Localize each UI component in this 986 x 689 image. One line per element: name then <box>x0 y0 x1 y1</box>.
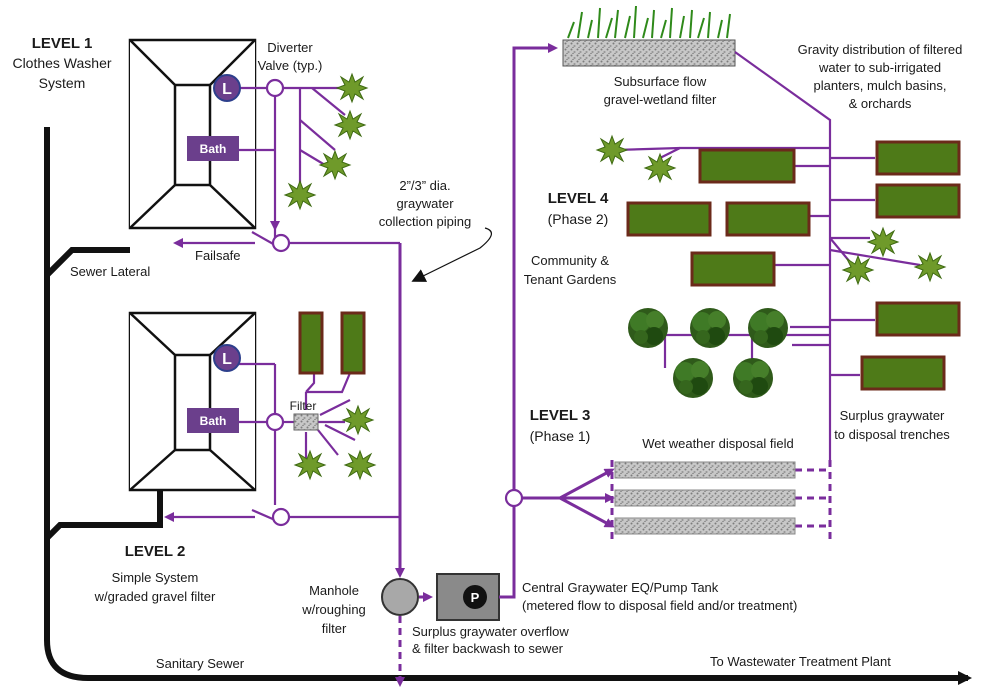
laundry-fixture-1 <box>213 74 241 102</box>
trench-3 <box>614 517 796 535</box>
house-level2 <box>128 311 257 492</box>
level1-line1: Clothes Washer <box>12 55 111 71</box>
garden-beds <box>298 140 961 391</box>
gravity-label-3: planters, mulch basins, <box>814 78 947 93</box>
gravity-distribution-pipe <box>734 51 832 460</box>
gravity-label-2: water to sub-irrigated <box>818 60 941 75</box>
level2-title: LEVEL 2 <box>125 543 186 560</box>
trench-1 <box>614 461 796 479</box>
failsafe-valve-1 <box>271 233 291 253</box>
wetland-label-2: gravel-wetland filter <box>604 92 717 107</box>
wet-weather-label: Wet weather disposal field <box>642 436 794 451</box>
level4-title: LEVEL 4 <box>548 190 609 207</box>
bath-label-1: Bath <box>200 142 227 156</box>
piping-leader-arrow <box>411 227 492 282</box>
manhole <box>381 578 419 616</box>
laundry-label-1: L <box>222 81 232 98</box>
distribution-valve <box>504 488 524 508</box>
sanitary-sewer-label: Sanitary Sewer <box>156 656 245 671</box>
level1-title: LEVEL 1 <box>32 35 93 52</box>
overflow-label-2: & filter backwash to sewer <box>412 641 564 656</box>
sewer-lateral-2 <box>44 490 163 541</box>
sanitary-sewer-line <box>44 127 972 685</box>
level2-line2: w/graded gravel filter <box>94 589 216 604</box>
level2-piping <box>164 362 400 522</box>
wetland-grass <box>567 5 731 39</box>
level4-line1: (Phase 2) <box>548 211 609 227</box>
overflow-label-1: Surplus graywater overflow <box>412 624 569 639</box>
pump-label: P <box>471 590 480 605</box>
laundry-label-2: L <box>222 351 232 368</box>
diverter-valve-1 <box>265 78 285 98</box>
gravel-filter <box>293 413 319 431</box>
riser-pipe <box>499 43 558 599</box>
surplus-label-1: Surplus graywater <box>840 408 945 423</box>
bath-label-2: Bath <box>200 414 227 428</box>
trench-2 <box>614 489 796 507</box>
manhole-label-2: w/roughing <box>301 602 366 617</box>
level3-title: LEVEL 3 <box>530 407 591 424</box>
filter-label: Filter <box>290 399 317 413</box>
wetland-label-1: Subsurface flow <box>614 74 707 89</box>
piping-label-2: graywater <box>396 196 454 211</box>
wwtp-label: To Wastewater Treatment Plant <box>710 654 891 669</box>
failsafe-valve-2 <box>271 507 291 527</box>
laundry-fixture-2 <box>213 344 241 372</box>
wetland-filter <box>562 39 736 67</box>
bath-fixture-1 <box>187 136 239 161</box>
gravity-label-1: Gravity distribution of filtered <box>798 42 963 57</box>
level1-piping <box>173 86 400 248</box>
level3-line1: (Phase 1) <box>530 428 591 444</box>
manhole-label-3: filter <box>322 621 347 636</box>
pump-tank-label-2: (metered flow to disposal field and/or t… <box>522 598 797 613</box>
gravity-label-4: & orchards <box>849 96 912 111</box>
manhole-label-1: Manhole <box>309 583 359 598</box>
orchard-trees <box>628 308 788 398</box>
piping-label-3: collection piping <box>379 214 472 229</box>
level1-line2: System <box>39 75 86 91</box>
gardens-label-1: Community & <box>531 253 609 268</box>
surplus-label-2: to disposal trenches <box>834 427 950 442</box>
bath-fixture-2 <box>187 408 239 433</box>
level2-line1: Simple System <box>112 570 199 585</box>
sewer-lateral-label: Sewer Lateral <box>70 264 150 279</box>
diverter-label-2: Valve (typ.) <box>258 58 323 73</box>
sewer-lateral-1 <box>44 247 130 278</box>
disposal-trench-returns <box>610 460 830 540</box>
gardens-label-2: Tenant Gardens <box>524 272 617 287</box>
house-level1 <box>128 38 257 230</box>
piping-label-1: 2”/3” dia. <box>399 178 450 193</box>
diverter-label-1: Diverter <box>267 40 313 55</box>
failsafe-label: Failsafe <box>195 248 241 263</box>
diverter-valve-2 <box>265 412 285 432</box>
pump-tank-label-1: Central Graywater EQ/Pump Tank <box>522 580 719 595</box>
